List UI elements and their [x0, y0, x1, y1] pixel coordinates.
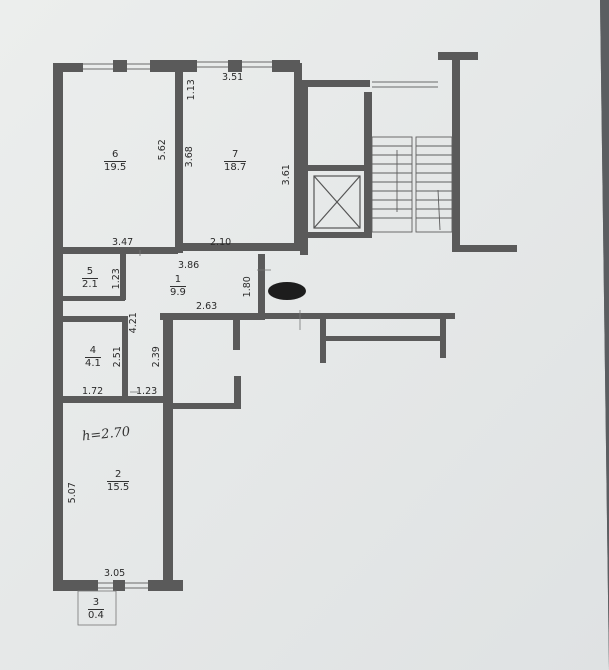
dimension-label: 2.63: [196, 301, 218, 312]
dimension-label: 3.86: [178, 260, 200, 271]
room-number: 6: [104, 150, 127, 162]
room-area: 0.4: [88, 610, 104, 621]
dimension-label: 3.68: [183, 146, 195, 168]
wall: [294, 63, 302, 248]
room-label-5: 5 2.1: [82, 267, 98, 290]
room-number: 5: [82, 267, 98, 279]
wall: [258, 254, 265, 320]
dimension-label: 2.10: [210, 237, 232, 248]
wall: [63, 296, 125, 301]
wall: [113, 60, 127, 72]
wall: [308, 165, 370, 171]
wall: [228, 60, 242, 72]
room-area: 19.5: [104, 162, 127, 173]
wall: [300, 80, 308, 255]
wall: [160, 313, 265, 320]
dimension-label: 5.07: [66, 482, 78, 504]
room-label-3: 3 0.4: [88, 598, 104, 621]
dimension-label: 1.80: [241, 276, 253, 298]
room-number: 4: [85, 346, 101, 358]
wall: [173, 403, 241, 409]
dimension-label: 3.05: [104, 568, 126, 579]
redaction-mark: [268, 282, 306, 300]
room-area: 2.1: [82, 279, 98, 290]
dimension-label: 3.47: [112, 237, 134, 248]
room-area: 9.9: [170, 287, 186, 298]
dimension-label: 2.51: [111, 346, 123, 368]
wall: [63, 396, 168, 403]
room-area: 15.5: [107, 482, 130, 493]
dimension-label: 3.51: [222, 72, 244, 83]
wall: [63, 316, 123, 322]
wall: [320, 313, 326, 363]
wall: [63, 247, 178, 254]
wall: [452, 52, 460, 252]
wall: [175, 63, 183, 253]
dimension-label: 1.23: [110, 268, 122, 290]
room-label-2: 2 15.5: [107, 470, 130, 493]
wall: [455, 245, 517, 252]
wall: [53, 580, 98, 591]
room-area: 18.7: [224, 162, 247, 173]
room-label-1: 1 9.9: [170, 275, 186, 298]
wall: [183, 243, 300, 251]
dimension-label: 5.62: [156, 139, 168, 161]
elevator-shaft: [313, 175, 361, 229]
wall: [320, 336, 445, 341]
wall: [234, 376, 241, 409]
wall: [120, 254, 126, 300]
wall: [440, 313, 446, 358]
dimension-label: 3.61: [280, 164, 292, 186]
wall: [308, 232, 370, 238]
wall: [148, 580, 183, 591]
room-number: 2: [107, 470, 130, 482]
room-number: 1: [170, 275, 186, 287]
wall: [300, 80, 370, 87]
wall: [122, 316, 128, 401]
room-label-4: 4 4.1: [85, 346, 101, 369]
wall: [113, 580, 125, 591]
wall: [233, 320, 240, 350]
dimension-label: 1.72: [82, 386, 104, 397]
wall: [364, 92, 372, 238]
wall: [150, 60, 197, 72]
dimension-label: 4.21: [127, 312, 139, 334]
room-label-7: 7 18.7: [224, 150, 247, 173]
room-label-6: 6 19.5: [104, 150, 127, 173]
wall: [53, 63, 63, 591]
wall: [265, 313, 455, 319]
room-area: 4.1: [85, 358, 101, 369]
room-number: 3: [88, 598, 104, 610]
dimension-label: 1.23: [136, 386, 158, 397]
dimension-label: 1.13: [185, 79, 197, 101]
staircase: [371, 136, 453, 233]
room-number: 7: [224, 150, 247, 162]
wall: [53, 63, 83, 72]
dimension-label: 2.39: [150, 346, 162, 368]
wall: [163, 313, 173, 588]
wall: [272, 60, 300, 72]
